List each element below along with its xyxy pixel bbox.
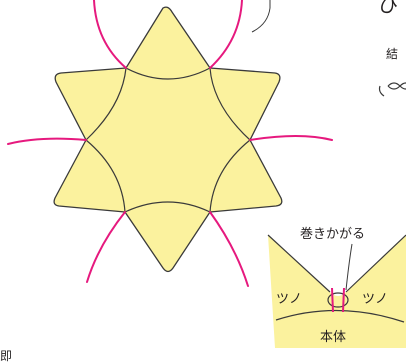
- seam-upper-left: [85, 67, 127, 141]
- seam-upper-right: [209, 67, 251, 141]
- detail-outline-right: [345, 234, 406, 293]
- detail-joint-loop: [327, 292, 349, 308]
- cropped-char-mid-right: 結: [386, 47, 398, 61]
- thread-right: [249, 135, 333, 141]
- thread-top-right: [209, 0, 243, 69]
- seam-lower-left: [85, 139, 126, 213]
- detail-fill: [268, 235, 406, 348]
- label-body: 本体: [320, 330, 346, 345]
- thread-lines: [7, 0, 333, 287]
- seam-lower-right: [209, 139, 251, 213]
- thread-bottom-right: [209, 211, 249, 287]
- detail-pointer-line: [345, 243, 353, 291]
- label-curl: 巻きかがる: [300, 227, 365, 242]
- leader-line: [251, 0, 271, 33]
- detail-inset: 巻きかがる ツノ ツノ 本体: [267, 227, 406, 348]
- detail-body-curve: [275, 309, 405, 323]
- detail-thread-left: [331, 287, 334, 313]
- cropped-char-bottom-left: 即: [0, 349, 12, 362]
- infinity-knot-icon: [378, 82, 406, 97]
- detail-outline-left: [267, 234, 331, 293]
- star-shape: [53, 6, 283, 273]
- thread-bottom-left: [86, 211, 126, 283]
- seam-bottom: [124, 201, 211, 213]
- star-fill: [53, 6, 283, 273]
- cropped-char-top-right: ひ: [378, 0, 398, 17]
- label-horn-left: ツノ: [276, 292, 302, 307]
- label-horn-right: ツノ: [362, 292, 388, 307]
- seam-top: [125, 67, 211, 80]
- thread-top-left: [93, 0, 127, 69]
- detail-thread-right: [342, 287, 345, 313]
- thread-left: [7, 137, 87, 145]
